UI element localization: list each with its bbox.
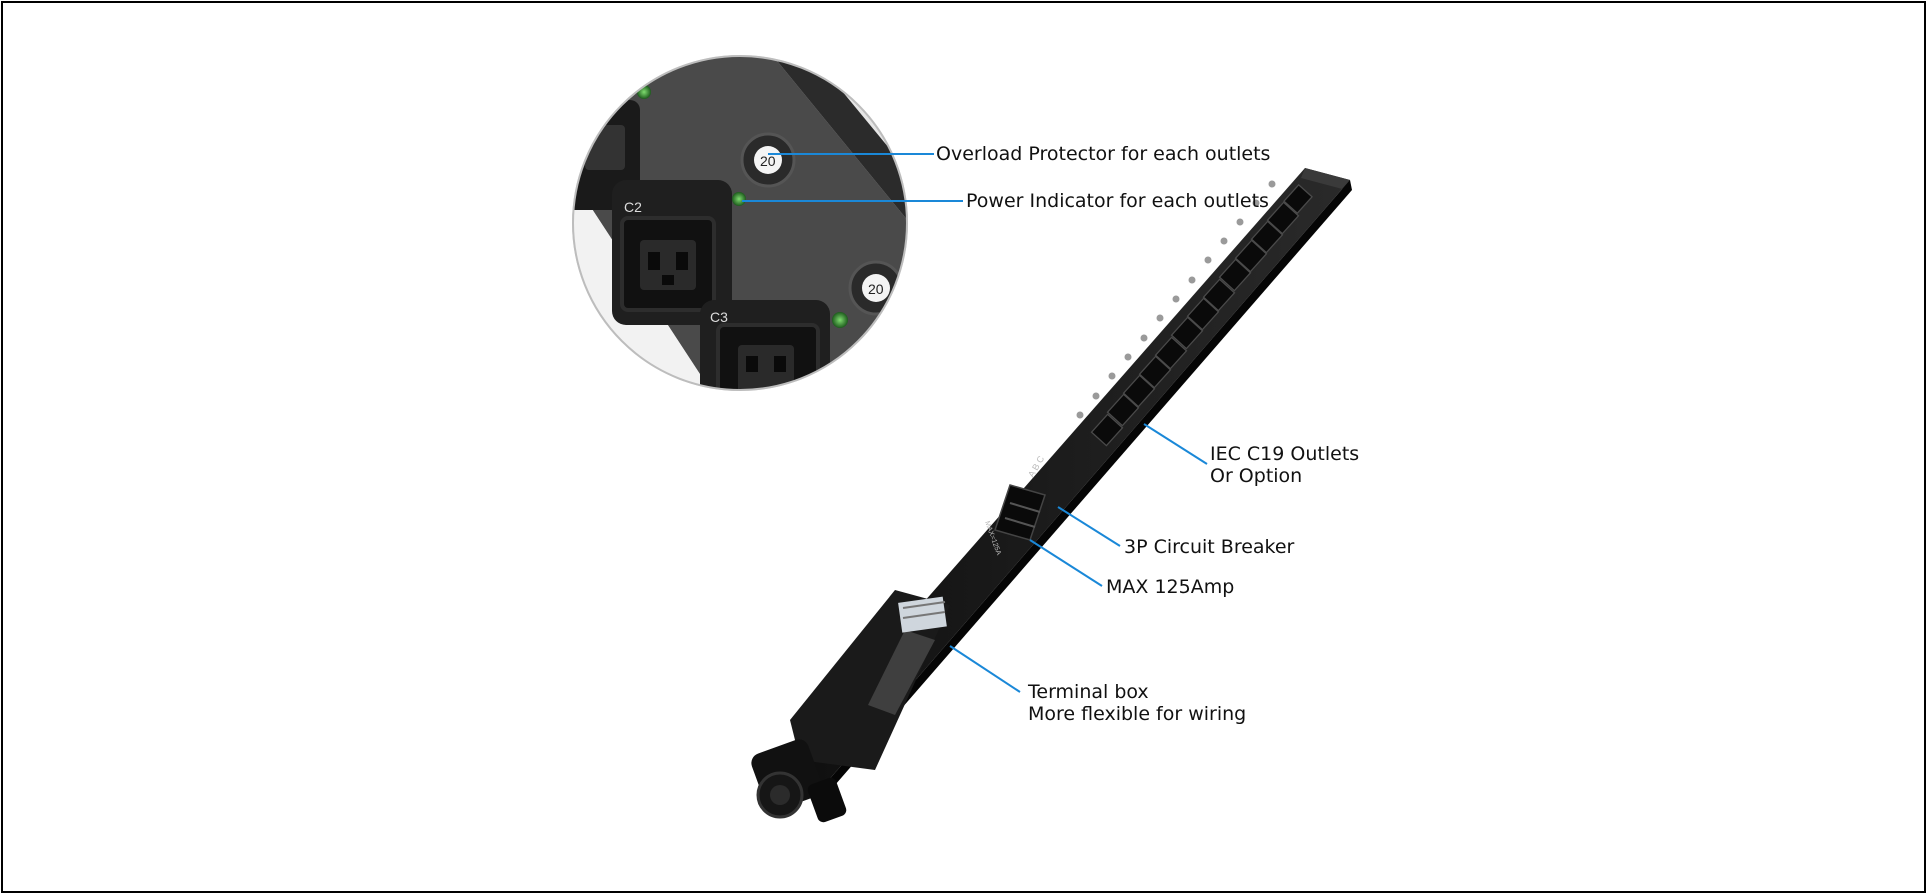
outlet-label-c2: C2 [624,199,642,215]
outlets-callout-line [1143,423,1208,465]
terminal-box-label-line2: More flexible for wiring [1028,703,1247,725]
breaker-rating-2: 20 [868,281,884,297]
terminal-box-callout-line [949,645,1021,693]
terminal-box [790,590,950,770]
c19-outlet-row [1090,183,1313,447]
outlet-breaker-dots [1076,180,1276,419]
power-indicator-label: Power Indicator for each outlets [966,190,1269,212]
cable-gland [751,739,847,823]
breaker-rating-1: 20 [760,153,776,169]
outlets-label-line1: IEC C19 Outlets [1210,443,1360,465]
c2-outlet [612,180,732,325]
indicator-led [832,312,848,328]
circuit-breaker-callout-line [1057,506,1121,547]
pdu-body: A B C MAX=125A [751,168,1352,823]
callout-lines [742,153,1208,693]
power-indicator-led [732,192,746,206]
zoom-inset: C2 C3 20 20 [572,55,908,391]
circuit-breaker-label: 3P Circuit Breaker [1124,536,1295,558]
terminal-box-label-line1: Terminal box [1028,681,1149,703]
c3-outlet [700,300,830,390]
outlet-label-c3: C3 [710,309,728,325]
max-amp-callout-line [1029,539,1103,587]
overload-protector-label: Overload Protector for each outlets [936,143,1271,165]
outlets-label-line2: Or Option [1210,465,1303,487]
max-amp-label: MAX 125Amp [1106,576,1235,598]
